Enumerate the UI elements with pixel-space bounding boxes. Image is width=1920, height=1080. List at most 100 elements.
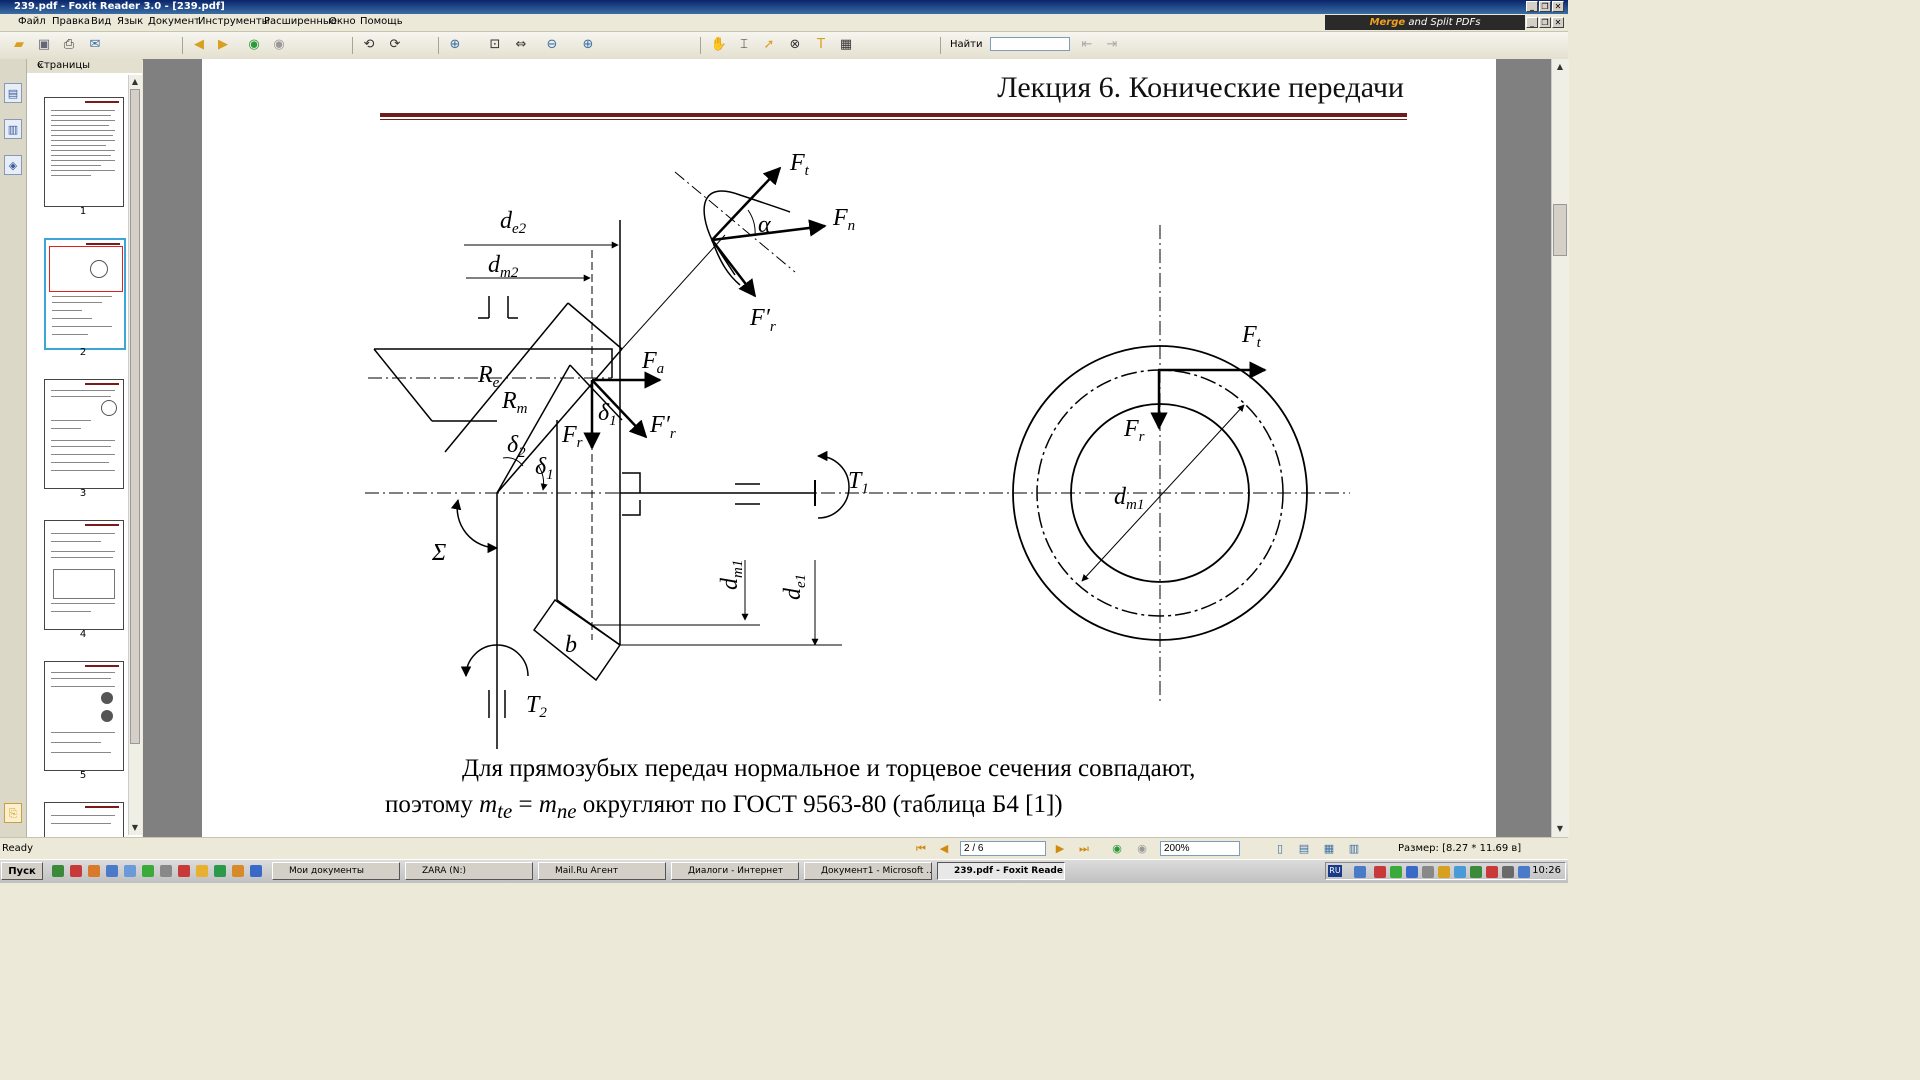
pages-panel-scrollbar[interactable]: ▲ ▼: [128, 75, 142, 835]
task-foxit-reader[interactable]: 239.pdf - Foxit Reade...: [937, 862, 1065, 880]
page-thumbnail-2[interactable]: [44, 238, 126, 350]
menu-help[interactable]: Помощь: [360, 16, 403, 27]
hand-tool-icon[interactable]: ✋: [710, 37, 728, 52]
quicklaunch-icon[interactable]: [124, 865, 136, 877]
page-thumbnail-3[interactable]: [44, 379, 124, 489]
forward-icon[interactable]: ◉: [1137, 842, 1147, 855]
select-arrow-icon[interactable]: ➚: [763, 37, 775, 52]
tray-icon[interactable]: [1354, 866, 1366, 878]
continuous-icon[interactable]: ▤: [1298, 842, 1310, 855]
language-indicator[interactable]: RU: [1328, 865, 1342, 877]
next-page-icon[interactable]: ▶: [218, 37, 228, 52]
menu-advanced[interactable]: Расширенные: [264, 16, 337, 27]
tray-icon[interactable]: [1390, 866, 1402, 878]
doc-minimize-button[interactable]: _: [1526, 17, 1538, 28]
continuous-facing-icon[interactable]: ▥: [1348, 842, 1360, 855]
tray-icon[interactable]: [1486, 866, 1498, 878]
task-dialogs-internet[interactable]: Диалоги - Интернет: [671, 862, 799, 880]
prev-page-icon[interactable]: ◀: [939, 842, 949, 855]
menu-language[interactable]: Язык: [117, 16, 144, 27]
menu-tools[interactable]: Инструменты: [198, 16, 270, 27]
bookmarks-tab-icon[interactable]: ▥: [4, 119, 22, 139]
tray-icon[interactable]: [1422, 866, 1434, 878]
email-icon[interactable]: ✉: [89, 37, 101, 52]
forward-icon[interactable]: ◉: [273, 37, 285, 52]
quicklaunch-icon[interactable]: [52, 865, 64, 877]
facing-icon[interactable]: ▦: [1323, 842, 1335, 855]
open-icon[interactable]: ▰: [14, 37, 24, 52]
text-select-icon[interactable]: ⌶: [740, 37, 748, 52]
fit-page-icon[interactable]: ⊡: [489, 37, 501, 52]
tray-icon[interactable]: [1406, 866, 1418, 878]
scroll-thumb[interactable]: [130, 89, 140, 744]
back-icon[interactable]: ◉: [1112, 842, 1122, 855]
minimize-button[interactable]: _: [1526, 1, 1538, 12]
restore-button[interactable]: ❐: [1539, 1, 1551, 12]
quicklaunch-icon[interactable]: [106, 865, 118, 877]
zoom-in-icon[interactable]: ⊕: [582, 37, 594, 52]
tray-icon[interactable]: [1374, 866, 1386, 878]
quicklaunch-icon[interactable]: [70, 865, 82, 877]
page-thumbnail-6[interactable]: [44, 802, 124, 838]
document-scrollbar[interactable]: ▲ ▼: [1551, 59, 1569, 837]
print-icon[interactable]: ⎙: [63, 37, 75, 52]
quicklaunch-icon[interactable]: [232, 865, 244, 877]
tray-icon[interactable]: [1438, 866, 1450, 878]
task-word-document[interactable]: Документ1 - Microsoft ...: [804, 862, 932, 880]
typewriter-icon[interactable]: T: [817, 37, 825, 52]
quicklaunch-icon[interactable]: [214, 865, 226, 877]
zoom-tool-icon[interactable]: ⊕: [449, 37, 461, 52]
layers-tab-icon[interactable]: ◈: [4, 155, 22, 175]
snapshot-icon[interactable]: ▦: [839, 37, 853, 52]
menu-window[interactable]: Окно: [329, 16, 356, 27]
page-thumbnail-1[interactable]: [44, 97, 124, 207]
save-icon[interactable]: ▣: [37, 37, 51, 52]
scroll-up-icon[interactable]: ▲: [131, 77, 139, 86]
zoom-select[interactable]: [1160, 841, 1240, 856]
task-mailru-agent[interactable]: Mail.Ru Агент: [538, 862, 666, 880]
tray-icon[interactable]: [1502, 866, 1514, 878]
next-page-icon[interactable]: ▶: [1055, 842, 1065, 855]
tray-icon[interactable]: [1470, 866, 1482, 878]
quicklaunch-icon[interactable]: [88, 865, 100, 877]
doc-restore-button[interactable]: ❐: [1539, 17, 1551, 28]
tray-icon[interactable]: [1454, 866, 1466, 878]
quicklaunch-icon[interactable]: [160, 865, 172, 877]
collapse-panel-icon[interactable]: «: [37, 60, 44, 71]
menu-view[interactable]: Вид: [91, 16, 112, 27]
page-thumbnail-5[interactable]: [44, 661, 124, 771]
fit-width-icon[interactable]: ⇔: [515, 37, 527, 52]
prev-page-icon[interactable]: ◀: [194, 37, 204, 52]
zoom-out-icon[interactable]: ⊖: [546, 37, 558, 52]
start-button[interactable]: Пуск: [1, 862, 43, 880]
rotate-left-icon[interactable]: ⟲: [363, 37, 375, 52]
scroll-up-icon[interactable]: ▲: [1556, 62, 1564, 71]
quicklaunch-icon[interactable]: [178, 865, 190, 877]
pages-tab-icon[interactable]: ▤: [4, 83, 22, 103]
tray-icon[interactable]: [1518, 866, 1530, 878]
menu-document[interactable]: Документ: [148, 16, 200, 27]
page-number-input[interactable]: [960, 841, 1046, 856]
merge-split-banner[interactable]: Merge and Split PDFs: [1325, 15, 1525, 30]
task-zara[interactable]: ZARA (N:): [405, 862, 533, 880]
back-icon[interactable]: ◉: [248, 37, 260, 52]
scroll-thumb[interactable]: [1553, 204, 1567, 256]
doc-close-button[interactable]: ✕: [1552, 17, 1564, 28]
first-page-icon[interactable]: ⏮: [916, 842, 926, 855]
find-next-icon[interactable]: ⇥: [1106, 37, 1118, 52]
close-button[interactable]: ✕: [1552, 1, 1564, 12]
quicklaunch-icon[interactable]: [196, 865, 208, 877]
scroll-down-icon[interactable]: ▼: [131, 823, 139, 832]
menu-edit[interactable]: Правка: [52, 16, 91, 27]
task-my-documents[interactable]: Мои документы: [272, 862, 400, 880]
single-page-icon[interactable]: ▯: [1276, 842, 1284, 855]
attachments-tab-icon[interactable]: ⎘: [4, 803, 22, 823]
binoculars-icon[interactable]: ⊗: [789, 37, 801, 52]
last-page-icon[interactable]: ⏭: [1079, 842, 1089, 855]
page-thumbnail-4[interactable]: [44, 520, 124, 630]
menu-file[interactable]: Файл: [18, 16, 46, 27]
find-prev-icon[interactable]: ⇤: [1081, 37, 1093, 52]
rotate-right-icon[interactable]: ⟳: [389, 37, 401, 52]
scroll-down-icon[interactable]: ▼: [1556, 824, 1564, 833]
quicklaunch-icon[interactable]: [142, 865, 154, 877]
